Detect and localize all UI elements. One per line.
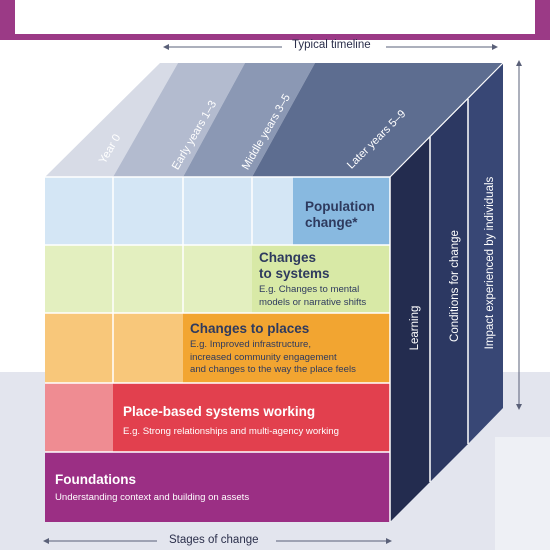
side-label-learning: Learning xyxy=(409,305,421,351)
population-title: Population change* xyxy=(305,199,375,230)
places-cell-1 xyxy=(45,313,113,383)
places-subtitle: E.g. Improved infrastructure, increased … xyxy=(190,339,356,375)
top-strip-early xyxy=(113,63,245,177)
foundations-block xyxy=(45,452,390,522)
places-title: Changes to places xyxy=(190,321,310,336)
background-panel xyxy=(495,437,550,550)
systems-subtitle: E.g. Changes to mental models or narrati… xyxy=(259,284,367,308)
content-card xyxy=(15,0,535,34)
places-block xyxy=(183,313,390,383)
side-label-conditions: Conditions for change xyxy=(449,230,461,342)
places-cell-2 xyxy=(113,313,183,383)
systems-working-block xyxy=(113,383,390,452)
side-strip-conditions xyxy=(430,99,468,482)
systems-cell-2 xyxy=(113,245,183,313)
population-cell-4 xyxy=(252,177,293,245)
systems-cell-3 xyxy=(183,245,252,313)
population-cell-3 xyxy=(183,177,252,245)
top-strip-year0 xyxy=(45,63,178,177)
top-strip-later xyxy=(252,63,503,177)
systems-working-cell-1 xyxy=(45,383,113,452)
systems-block xyxy=(252,245,390,313)
systems-working-subtitle: E.g. Strong relationships and multi-agen… xyxy=(123,426,339,437)
side-strip-impact xyxy=(468,63,503,444)
population-cell-2 xyxy=(113,177,183,245)
population-block xyxy=(293,177,390,245)
stages-label: Stages of change xyxy=(169,534,259,546)
foundations-title: Foundations xyxy=(55,472,136,487)
side-strip-learning xyxy=(390,137,430,522)
population-cell-1 xyxy=(45,177,113,245)
timeline-label: Typical timeline xyxy=(292,39,371,51)
side-label-impact: Impact experienced by individuals xyxy=(484,176,496,350)
foundations-subtitle: Understanding context and building on as… xyxy=(55,492,250,503)
systems-working-title: Place-based systems working xyxy=(123,404,316,419)
systems-title: Changes to systems xyxy=(259,250,330,281)
systems-cell-1 xyxy=(45,245,113,313)
top-strip-middle xyxy=(183,63,315,177)
